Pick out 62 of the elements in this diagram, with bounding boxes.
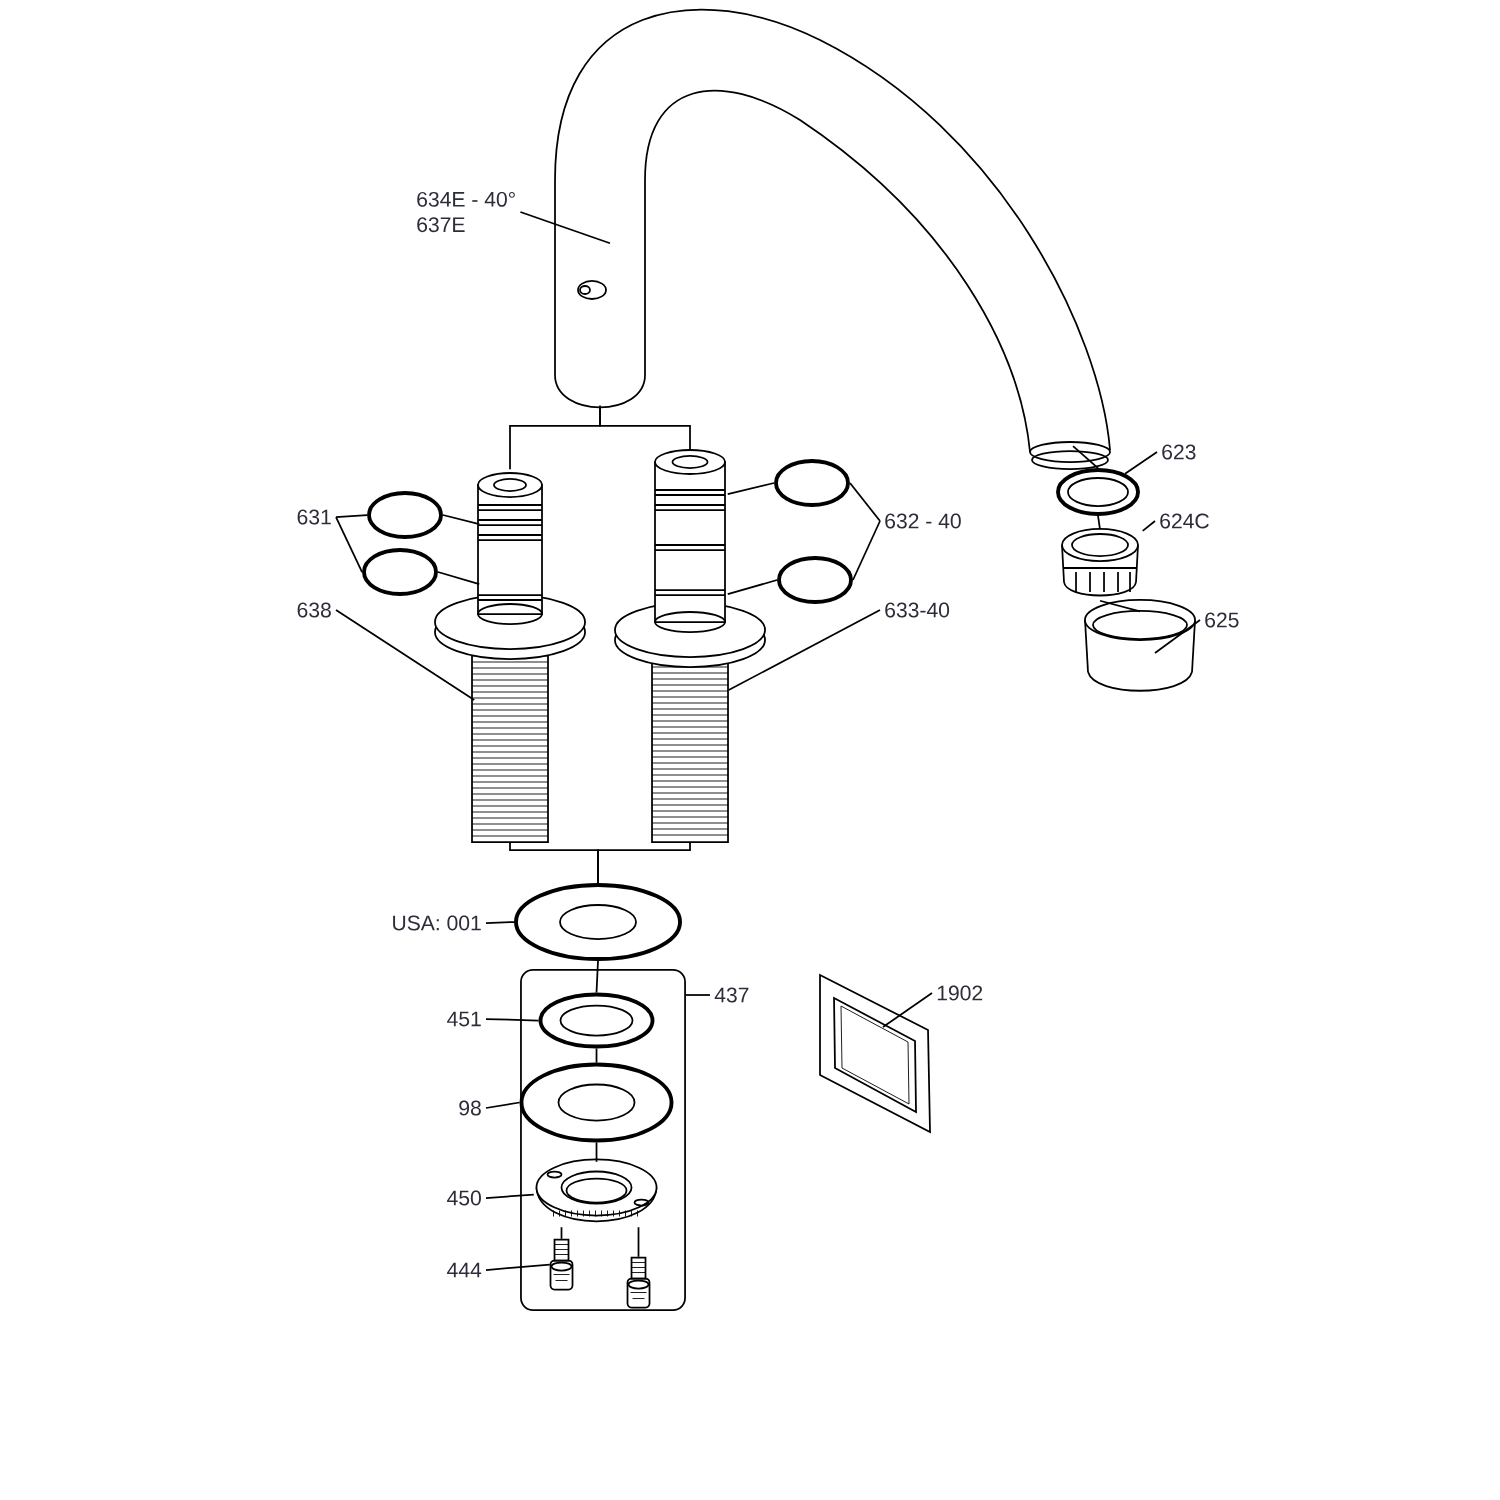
callout-number: 632 - 40 — [885, 513, 961, 529]
leader-line — [335, 514, 368, 518]
washer — [514, 883, 682, 961]
o-ring — [774, 459, 850, 507]
leader-line — [485, 1018, 540, 1022]
callout-number: 633-40 — [885, 602, 950, 618]
nut-drawing — [535, 1158, 658, 1223]
leader-line — [335, 609, 476, 701]
callout-number: 98 — [459, 1100, 481, 1116]
callout-number: 1902 — [937, 985, 983, 1001]
leader-line — [519, 211, 611, 245]
callout-number: USA: 001 — [393, 915, 481, 931]
assembly-line — [595, 1047, 598, 1064]
callout-number: 624C — [1160, 513, 1209, 529]
aerator-drawing — [1061, 528, 1139, 597]
assembly-line — [726, 579, 778, 596]
leader-line — [485, 1101, 521, 1109]
o-ring — [777, 556, 853, 604]
leader-line — [685, 994, 711, 996]
leader-line — [1124, 451, 1158, 475]
assembly-line — [595, 960, 599, 994]
sleeve-drawing — [1084, 599, 1196, 692]
screw-drawing — [626, 1256, 651, 1309]
assembly-line — [726, 482, 775, 496]
assembly-line — [599, 404, 691, 451]
callout-number: 450 — [447, 1190, 481, 1206]
callout-number: 437 — [714, 987, 749, 1003]
o-ring — [367, 491, 443, 539]
assembly-line — [1097, 515, 1101, 531]
valve-drawing — [434, 472, 586, 843]
leader-line — [335, 516, 363, 573]
callout-number: 625 — [1205, 612, 1239, 628]
assembly-line — [1099, 599, 1141, 613]
assembly-line — [1072, 445, 1099, 469]
leader-line — [1141, 520, 1156, 532]
leader-line — [485, 1263, 551, 1271]
assembly-line — [442, 514, 481, 526]
ring-drawing — [1056, 468, 1140, 516]
screw-drawing — [549, 1238, 574, 1291]
leader-line — [485, 1193, 535, 1199]
leader-line — [849, 482, 881, 522]
leader-line — [882, 992, 933, 1028]
leader-line — [852, 520, 881, 581]
assembly-line — [437, 571, 481, 586]
callout-number: 444 — [447, 1262, 482, 1278]
callout-label: 634E - 40° 637E — [417, 191, 515, 233]
callout-number: 638 — [297, 602, 331, 618]
o-ring — [362, 548, 438, 596]
assembly-line — [637, 1226, 640, 1258]
leader-line — [485, 921, 515, 924]
leader-line — [727, 609, 881, 691]
spout-drawing — [554, 8, 1111, 470]
washer — [519, 1062, 674, 1143]
valve-drawing — [614, 449, 766, 843]
assembly-line — [597, 841, 691, 884]
callout-number: 623 — [1162, 444, 1196, 460]
callout-number: 631 — [297, 509, 331, 525]
kit-frame — [520, 969, 686, 1311]
washer — [538, 992, 655, 1049]
callout-number: 451 — [447, 1011, 481, 1027]
assembly-line — [595, 1141, 598, 1163]
assembly-line — [560, 1226, 563, 1240]
